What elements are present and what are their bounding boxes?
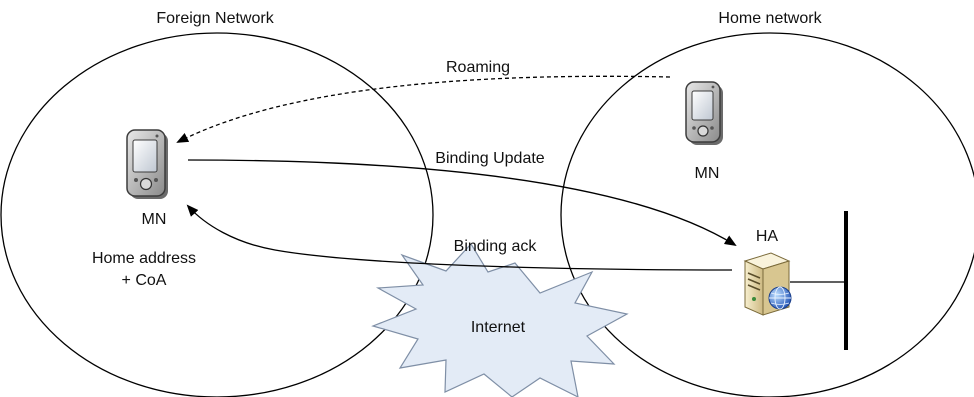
binding-ack-label: Binding ack: [454, 238, 538, 255]
binding-update-label: Binding Update: [435, 150, 545, 167]
coa-label: + CoA: [122, 272, 167, 289]
internet-label: Internet: [471, 319, 526, 336]
mobile-phone-icon: [685, 81, 723, 145]
home-mn-label: MN: [695, 165, 720, 182]
home-address-label: Home address: [92, 250, 196, 267]
globe-icon: [768, 286, 792, 310]
home-network-label: Home network: [718, 10, 822, 27]
binding-ack-arrow: [186, 204, 733, 271]
foreign-mn-label: MN: [142, 211, 167, 228]
roaming-label: Roaming: [446, 59, 510, 76]
home-network-ellipse: [560, 32, 974, 397]
mobile-phone-icon: [126, 129, 168, 199]
internet-cloud: [371, 243, 629, 397]
roaming-arrow: [176, 75, 671, 143]
foreign-network-ellipse: [0, 32, 434, 397]
binding-update-arrow: [187, 159, 737, 247]
foreign-network-label: Foreign Network: [156, 10, 274, 27]
ha-label: HA: [756, 228, 779, 245]
